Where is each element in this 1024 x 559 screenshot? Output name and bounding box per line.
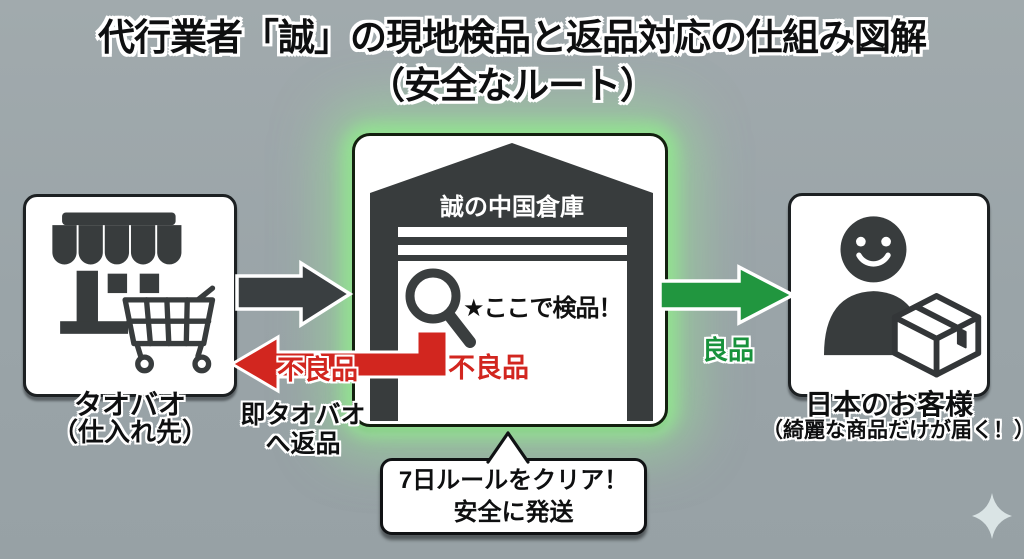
customer-sublabel: （綺麗な商品だけが届く！）	[762, 419, 1024, 442]
title-line-1: 代行業者「誠」の現地検品と返品対応の仕組み図解	[98, 17, 927, 58]
return-note-line-1: 即タオバオ	[240, 401, 366, 429]
storefront-icon	[52, 212, 216, 374]
ship-arrow-label: 良品	[701, 335, 754, 365]
sparkle-icon	[972, 493, 1012, 539]
magnifier-icon	[405, 268, 476, 348]
node-customer	[788, 193, 990, 397]
node-taobao	[23, 194, 237, 397]
return-note-line-2: へ返品	[265, 430, 341, 458]
taobao-label: タオバオ	[73, 389, 186, 420]
callout-bubble: 7日ルールをクリア！ 安全に発送	[380, 458, 647, 535]
shopping-cart-icon	[122, 285, 216, 374]
customer-label: 日本のお客様	[804, 389, 973, 420]
awning	[52, 225, 182, 265]
title-line-2: （安全なルート）	[368, 65, 657, 106]
page-title: 代行業者「誠」の現地検品と返品対応の仕組み図解 （安全なルート）	[0, 14, 1024, 110]
taobao-sublabel: （仕入れ先）	[51, 417, 208, 447]
customer-icon	[823, 216, 982, 378]
return-arrow-label: 不良品	[277, 355, 358, 385]
callout-line-2: 安全に発送	[453, 498, 574, 526]
supply-arrow	[235, 259, 354, 329]
callout-pointer	[486, 431, 530, 464]
warehouse-sign: 誠の中国倉庫	[440, 194, 584, 221]
inspection-note: ★ここで検品！	[463, 295, 623, 322]
return-arrow	[229, 329, 449, 394]
defect-label-inside: 不良品	[448, 353, 529, 383]
ship-arrow	[658, 264, 797, 326]
package-icon	[891, 293, 982, 378]
callout-line-1: 7日ルールをクリア！	[398, 466, 629, 494]
return-note: 即タオバオ へ返品	[228, 401, 378, 459]
